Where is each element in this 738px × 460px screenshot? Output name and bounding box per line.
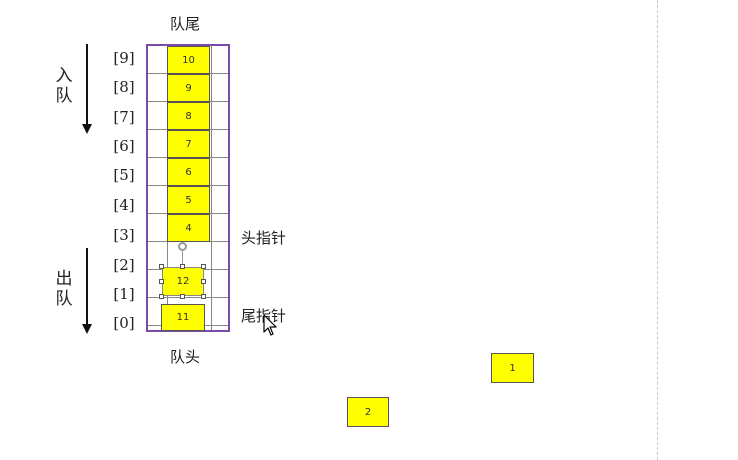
index-label: [3] bbox=[113, 226, 135, 244]
queue-head-label: 队头 bbox=[170, 348, 201, 366]
index-label: [2] bbox=[113, 256, 135, 274]
queue-element[interactable]: 10 bbox=[167, 46, 210, 74]
resize-handle[interactable] bbox=[201, 279, 206, 284]
selection-frame bbox=[162, 267, 204, 296]
queue-cell-divider bbox=[211, 46, 212, 330]
rotate-handle-stem bbox=[182, 251, 183, 264]
rotate-handle-icon[interactable] bbox=[178, 242, 187, 251]
resize-handle[interactable] bbox=[159, 279, 164, 284]
index-label: [5] bbox=[113, 166, 135, 184]
index-label: [0] bbox=[113, 314, 135, 332]
queue-cell bbox=[148, 270, 228, 298]
enqueue-arrow-head bbox=[82, 124, 92, 134]
queue-element[interactable]: 11 bbox=[161, 304, 205, 331]
resize-handle[interactable] bbox=[159, 264, 164, 269]
resize-handle[interactable] bbox=[180, 264, 185, 269]
resize-handle[interactable] bbox=[180, 294, 185, 299]
queue-element[interactable]: 8 bbox=[167, 102, 210, 130]
index-label: [1] bbox=[113, 285, 135, 303]
resize-handle[interactable] bbox=[201, 264, 206, 269]
enqueue-arrow-line bbox=[86, 44, 88, 126]
index-label: [7] bbox=[113, 108, 135, 126]
dequeue-label: 出队 bbox=[55, 269, 73, 309]
dequeue-arrow-head bbox=[82, 324, 92, 334]
slide-edge-guide bbox=[657, 0, 658, 460]
enqueue-label: 入队 bbox=[55, 66, 73, 106]
head-pointer-label: 头指针 bbox=[241, 229, 287, 247]
queue-tail-label: 队尾 bbox=[170, 15, 201, 33]
queue-element[interactable]: 5 bbox=[167, 186, 210, 214]
floating-element[interactable]: 2 bbox=[347, 397, 389, 427]
resize-handle[interactable] bbox=[159, 294, 164, 299]
index-label: [4] bbox=[113, 196, 135, 214]
floating-element[interactable]: 1 bbox=[491, 353, 534, 383]
queue-element[interactable]: 6 bbox=[167, 158, 210, 186]
index-label: [6] bbox=[113, 137, 135, 155]
dequeue-arrow-line bbox=[86, 248, 88, 326]
queue-element[interactable]: 9 bbox=[167, 74, 210, 102]
index-label: [9] bbox=[113, 49, 135, 67]
mouse-cursor-icon bbox=[263, 314, 277, 336]
index-label: [8] bbox=[113, 78, 135, 96]
queue-element[interactable]: 4 bbox=[167, 214, 210, 242]
resize-handle[interactable] bbox=[201, 294, 206, 299]
queue-element[interactable]: 7 bbox=[167, 130, 210, 158]
